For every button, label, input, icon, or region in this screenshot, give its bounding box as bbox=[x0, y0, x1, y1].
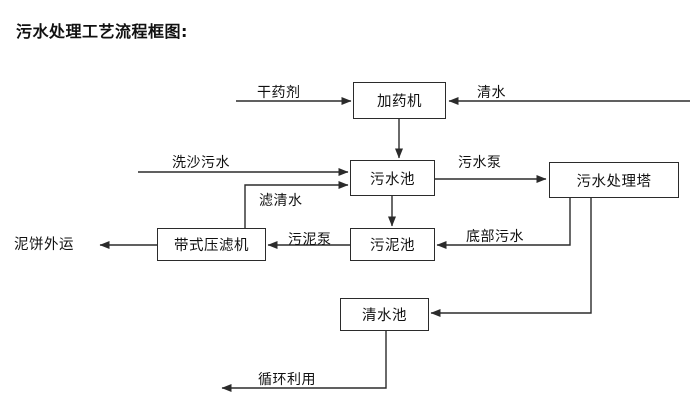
node-label: 清水池 bbox=[362, 308, 407, 324]
wire-bottom-sewage bbox=[436, 198, 571, 249]
terminal-label-mud-cake-transport: 泥饼外运 bbox=[14, 237, 74, 253]
node-label: 加药机 bbox=[377, 94, 422, 110]
edge-label-sludge-pump: 污泥泵 bbox=[288, 232, 332, 248]
edge-label-recycling-use: 循环利用 bbox=[258, 372, 316, 388]
edge-label-dry-agent: 干药剂 bbox=[257, 85, 301, 101]
page-title: 污水处理工艺流程框图: bbox=[16, 22, 188, 41]
node-label: 污水处理塔 bbox=[576, 173, 652, 190]
node-label: 污水池 bbox=[370, 171, 415, 188]
wire-tower-to-clear-water-pool bbox=[430, 198, 592, 317]
node-label: 带式压滤机 bbox=[174, 238, 249, 254]
node-sewage-treatment-tower[interactable]: 污水处理塔 bbox=[549, 162, 679, 198]
edge-label-bottom-sewage: 底部污水 bbox=[466, 229, 524, 245]
node-sludge-pool[interactable]: 污泥池 bbox=[350, 228, 435, 261]
edge-label-filtered-clear-water: 滤清水 bbox=[259, 193, 303, 209]
edge-label-sand-washing-sewage: 洗沙污水 bbox=[172, 155, 230, 171]
node-dosing-machine[interactable]: 加药机 bbox=[353, 82, 446, 119]
node-label: 污泥池 bbox=[370, 238, 415, 254]
node-belt-filter-press[interactable]: 带式压滤机 bbox=[157, 228, 266, 261]
edge-label-sewage-pump: 污水泵 bbox=[458, 155, 502, 171]
node-clear-water-pool[interactable]: 清水池 bbox=[340, 298, 429, 331]
node-sewage-pool[interactable]: 污水池 bbox=[350, 160, 435, 196]
wire-filtered-clear-water bbox=[244, 181, 349, 228]
wire-recycling-use bbox=[221, 331, 387, 392]
edge-label-clear-water-in: 清水 bbox=[477, 85, 506, 101]
